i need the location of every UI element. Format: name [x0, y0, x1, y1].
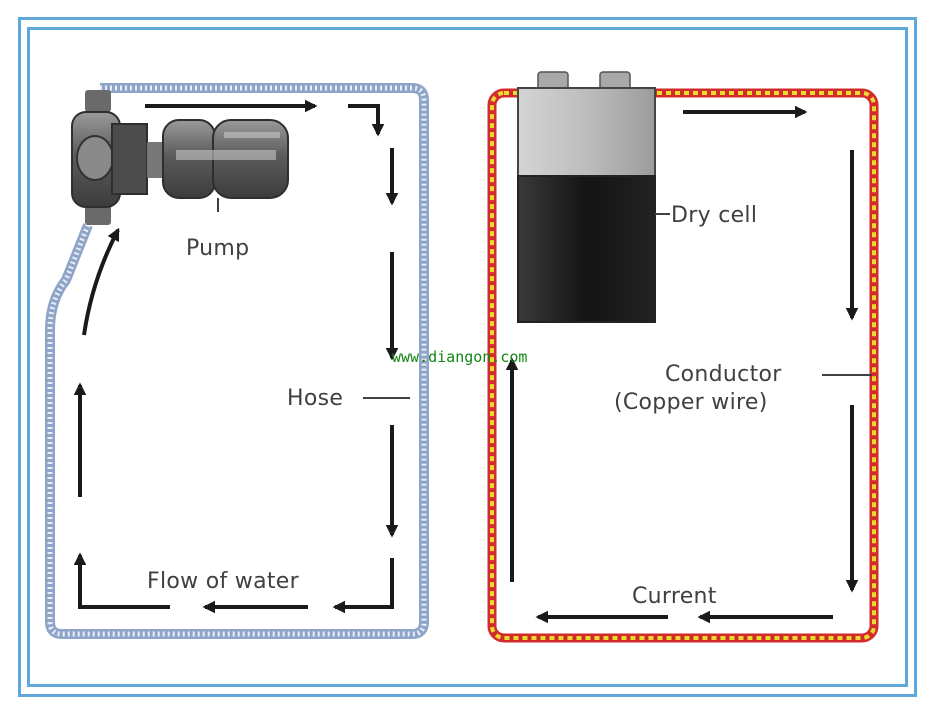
- hose: [45, 83, 429, 639]
- current-label: Current: [632, 584, 717, 609]
- dry-cell-label: Dry cell: [671, 203, 757, 228]
- flow-of-water-label: Flow of water: [147, 569, 300, 594]
- conductor-wire: [487, 88, 879, 643]
- arrow-curve-up: [82, 227, 120, 336]
- current-arrows: [505, 105, 859, 624]
- label-leader-lines: [363, 374, 872, 399]
- pump-label: Pump: [186, 236, 249, 261]
- conductor-label-line1: Conductor: [665, 362, 782, 387]
- electric-circuit: [487, 71, 879, 643]
- water-circuit: [45, 83, 429, 639]
- arrow-corner-down: [348, 104, 385, 137]
- dry-cell: [517, 71, 670, 323]
- conductor-label-line2: (Copper wire): [614, 390, 768, 415]
- pump-illustration: [71, 90, 289, 225]
- water-flow-arrows: [73, 99, 399, 614]
- hose-label: Hose: [287, 386, 343, 411]
- arrow-corner-up: [73, 552, 170, 609]
- arrow-corner-left: [332, 558, 394, 614]
- watermark: www.diangon.com: [392, 348, 527, 366]
